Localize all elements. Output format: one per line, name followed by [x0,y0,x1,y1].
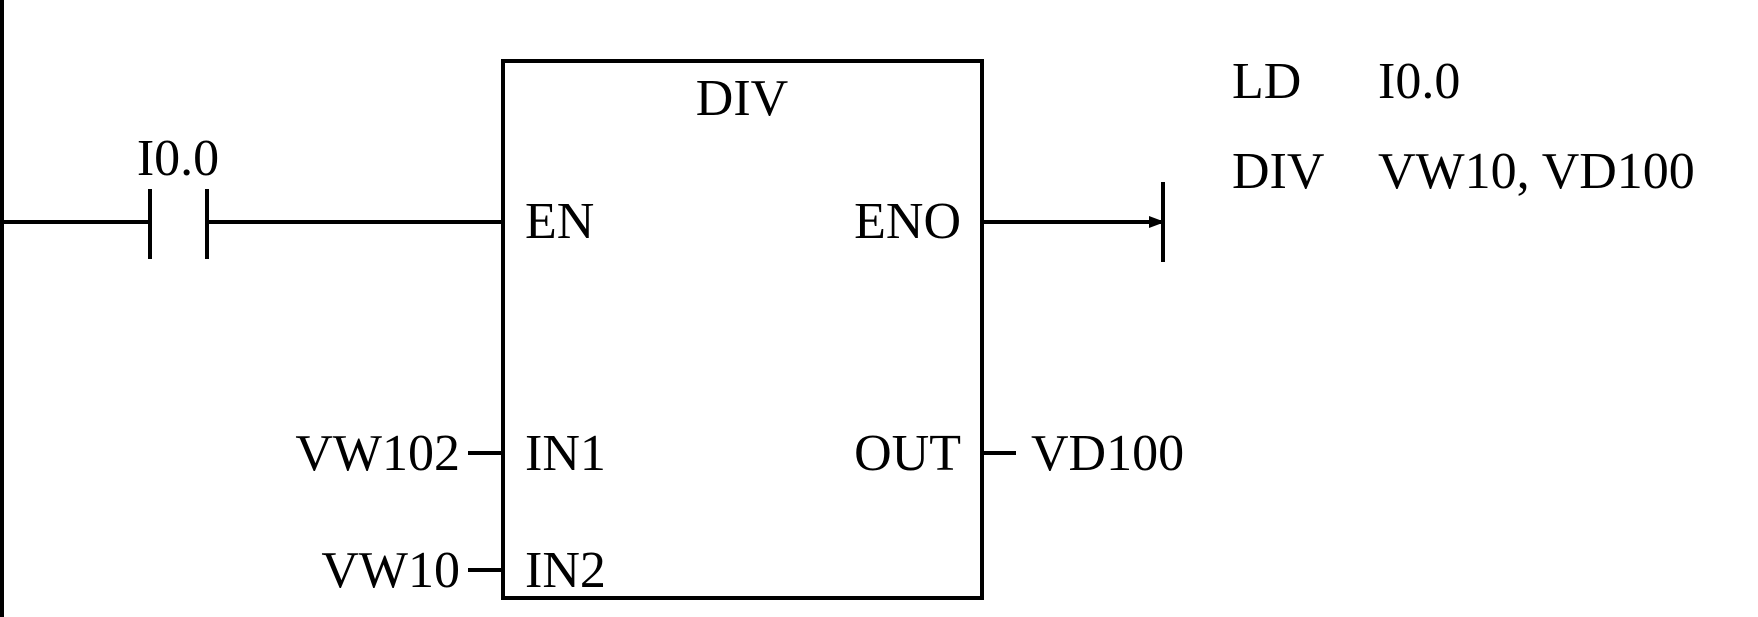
operand-in2: VW10 [321,542,460,599]
pin-en: EN [525,193,594,250]
statement-list: LD I0.0 DIV VW10, VD100 [1232,53,1695,200]
pin-in1: IN1 [525,425,606,482]
pin-out: OUT [854,425,961,482]
pin-eno: ENO [854,193,961,250]
stl-op-1: LD [1232,53,1301,110]
div-block [501,59,984,600]
block-title: DIV [696,70,788,127]
stl-args-1: I0.0 [1378,53,1460,110]
stl-op-2: DIV [1232,143,1324,200]
contact-address: I0.0 [137,130,219,187]
operand-in1: VW102 [295,425,460,482]
operand-out: VD100 [1031,425,1184,482]
pin-in2: IN2 [525,542,606,599]
contact-no [148,189,209,259]
stl-args-2: VW10, VD100 [1378,143,1695,200]
